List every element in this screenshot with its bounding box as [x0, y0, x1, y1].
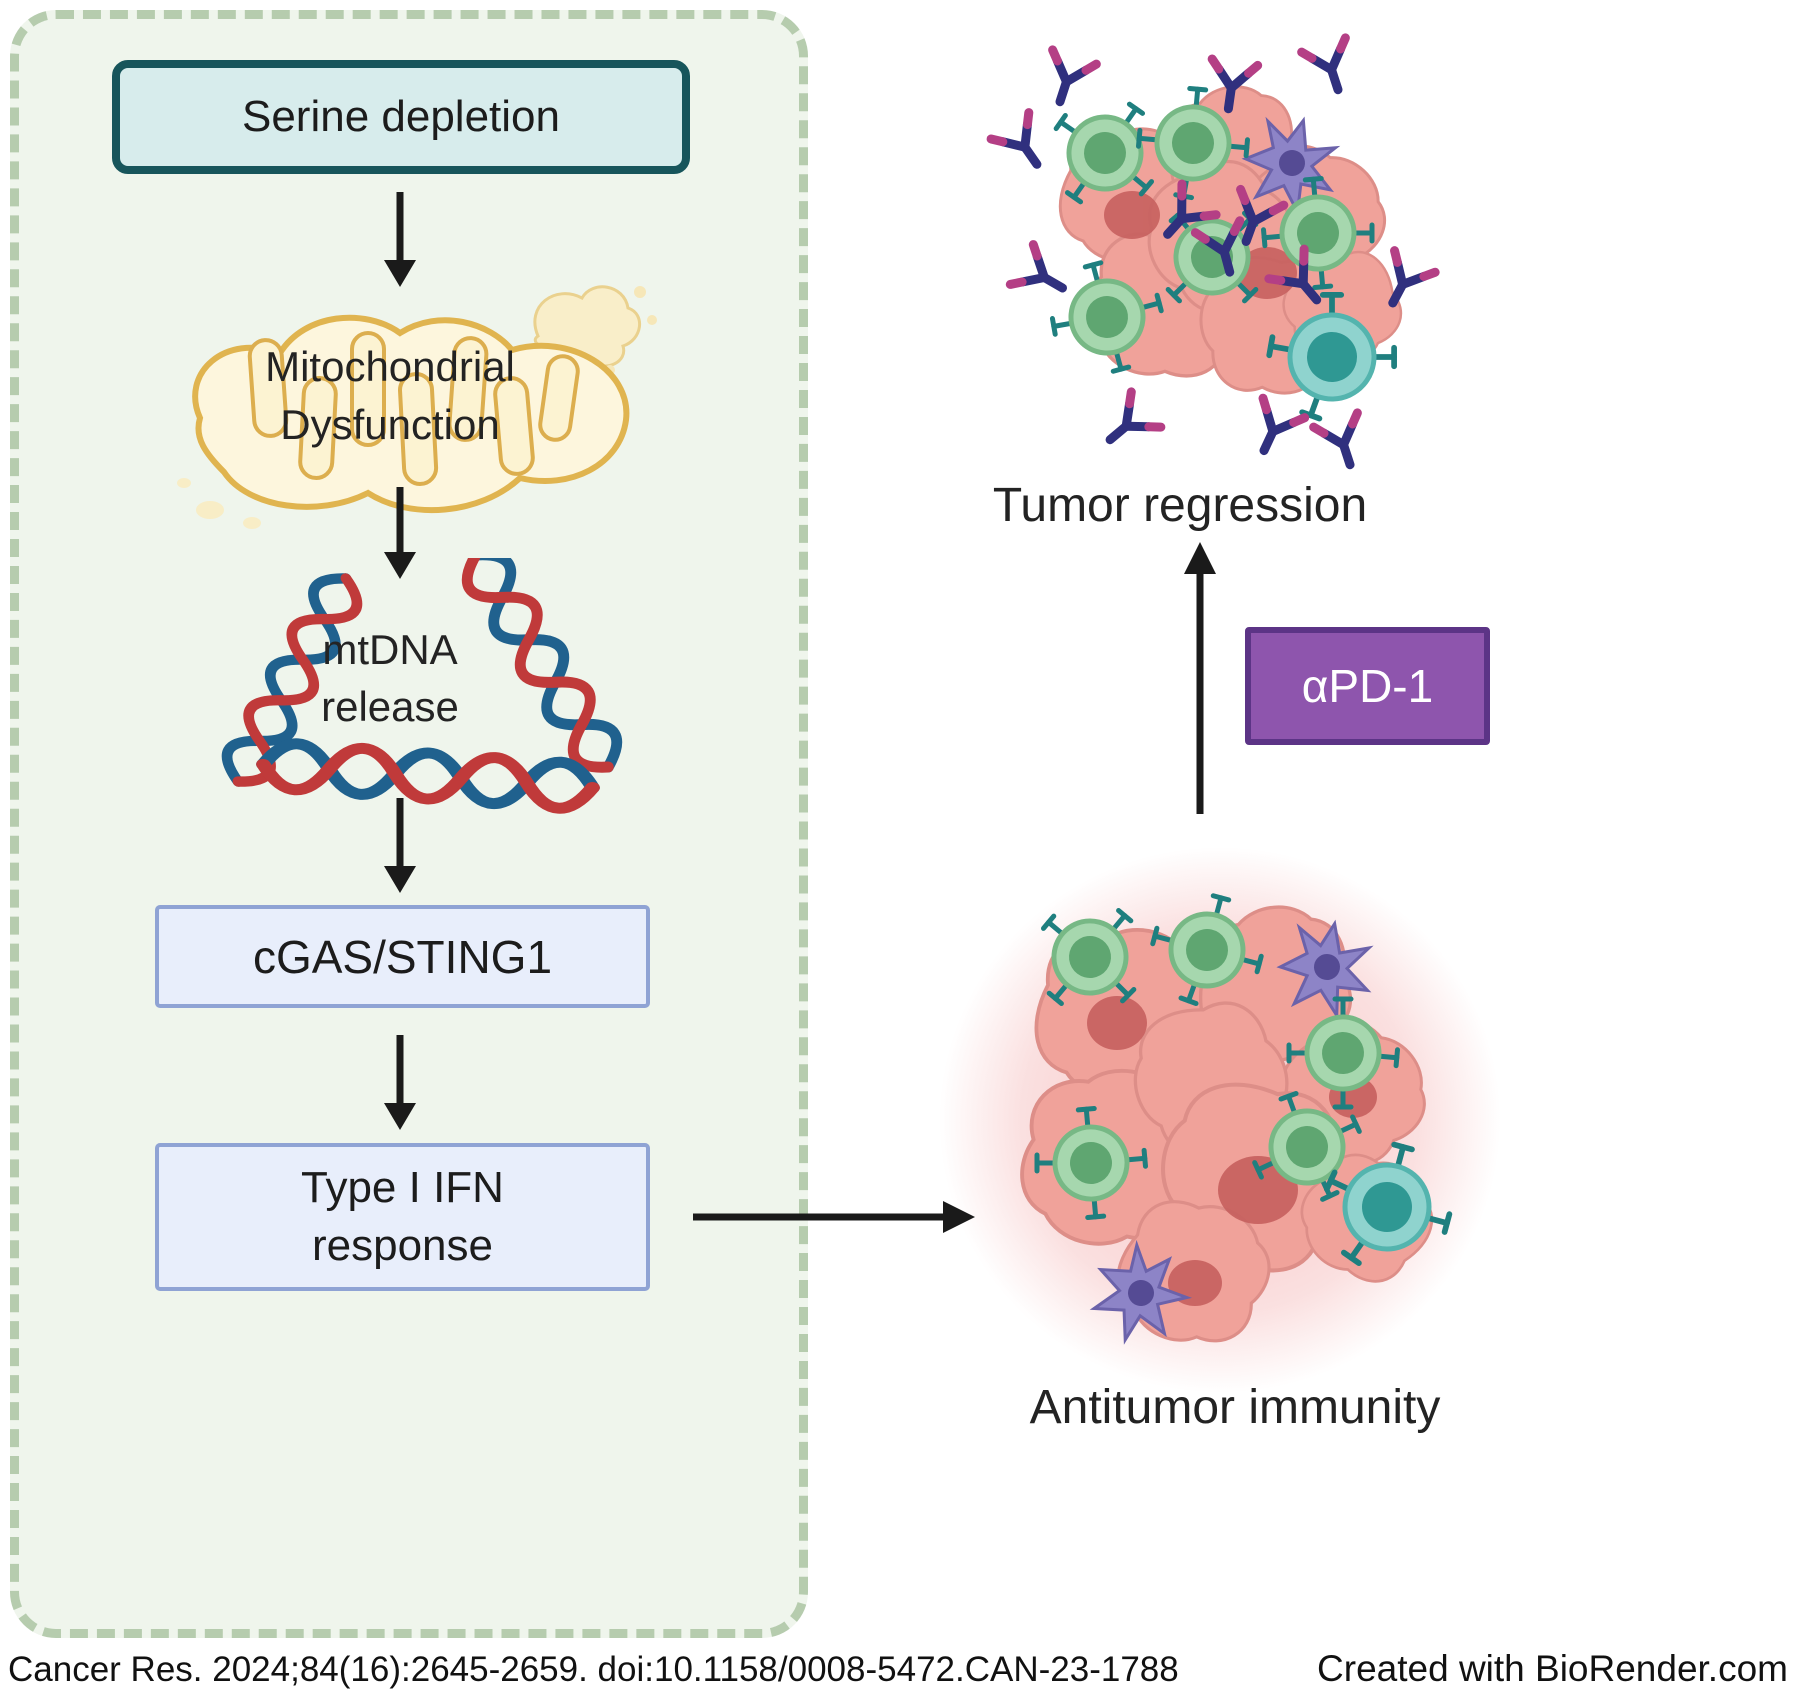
- arrow-right-to-tumor: [693, 1201, 975, 1233]
- mitochondria-icon: [177, 285, 657, 529]
- arrow-down-1: [384, 192, 416, 287]
- tumor-regression-cluster: [980, 25, 1450, 470]
- type-i-ifn-label-line1: Type I IFN: [301, 1162, 504, 1212]
- antitumor-immunity-cluster: [1014, 845, 1475, 1366]
- antitumor-immunity-label: Antitumor immunity: [1029, 1381, 1441, 1434]
- anti-pd1-label: αPD-1: [1301, 660, 1434, 712]
- type-i-ifn-box: Type I IFN response: [155, 1143, 650, 1291]
- citation-text: Cancer Res. 2024;84(16):2645-2659. doi:1…: [8, 1650, 1179, 1689]
- arrow-down-3: [384, 798, 416, 893]
- arrow-down-4: [384, 1035, 416, 1130]
- cgas-sting1-box: cGAS/STING1: [155, 905, 650, 1008]
- anti-pd1-box: αPD-1: [1245, 627, 1490, 745]
- arrow-down-2: [384, 487, 416, 579]
- mitochondrial-dysfunction-label: Mitochondrial Dysfunction: [265, 343, 515, 448]
- mitochondria-cristae: [247, 331, 580, 486]
- biorender-credit: Created with BioRender.com: [1317, 1648, 1788, 1689]
- serine-depletion-box: Serine depletion: [112, 60, 690, 174]
- pathway-panel: [10, 10, 808, 1638]
- mitochondria-droplets: [177, 478, 261, 529]
- cgas-sting1-label: cGAS/STING1: [252, 930, 553, 983]
- arrow-up-regression: [1184, 542, 1216, 814]
- tumor-nuclei: [1104, 191, 1297, 299]
- tumor-regression-label: Tumor regression: [992, 479, 1368, 532]
- type-i-ifn-label-line2: response: [311, 1221, 493, 1270]
- mtdna-release-label: mtDNA release: [321, 626, 459, 730]
- serine-depletion-label: Serine depletion: [241, 92, 560, 141]
